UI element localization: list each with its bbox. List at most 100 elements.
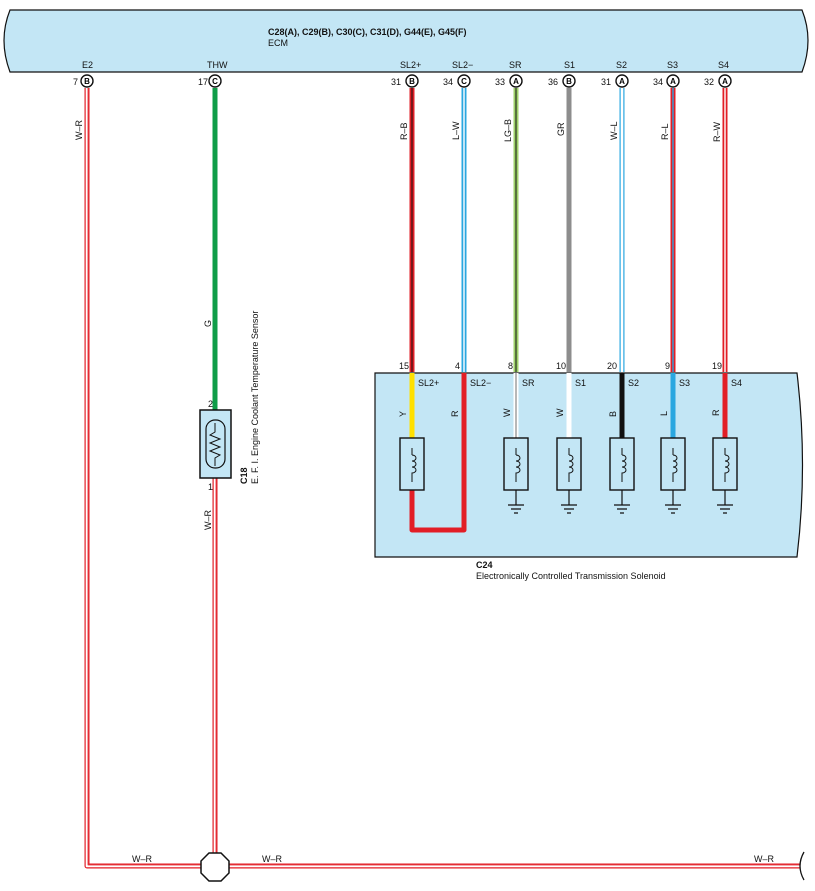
svg-text:20: 20 — [607, 361, 617, 371]
svg-text:A: A — [722, 77, 728, 86]
pin-label: S4 — [718, 60, 729, 70]
solenoid-name: Electronically Controlled Transmission S… — [476, 571, 666, 581]
coil-icon — [556, 437, 582, 514]
svg-text:Y: Y — [398, 411, 408, 417]
ecm-pin-thw: THW 17 — [198, 60, 228, 87]
solenoid-code: C24 — [476, 560, 493, 570]
svg-text:B: B — [566, 77, 572, 86]
svg-text:8: 8 — [508, 361, 513, 371]
wire-label-bottom-left: W–R — [132, 854, 153, 864]
wire-label-sr: LG–B — [503, 119, 513, 142]
svg-text:B: B — [409, 77, 415, 86]
ecm-pin-s3: S3 34 — [653, 60, 678, 87]
svg-text:W: W — [555, 408, 565, 417]
sensor-name: E. F. I. Engine Coolant Temperature Sens… — [250, 311, 260, 484]
ecm-connector-markers: B C B C A B A A A — [80, 74, 732, 88]
coolant-temp-sensor: 2 1 C18 E. F. I. Engine Coolant Temperat… — [199, 311, 260, 492]
pin-label: SL2− — [452, 60, 473, 70]
svg-text:10: 10 — [556, 361, 566, 371]
solenoid-box — [374, 372, 804, 558]
pin-label: E2 — [82, 60, 93, 70]
svg-text:SR: SR — [522, 378, 535, 388]
pin-label: THW — [207, 60, 228, 70]
wire-label-thw: G — [203, 320, 213, 327]
wire-e2 — [84, 88, 205, 869]
connector-marker: A — [615, 74, 629, 88]
svg-text:4: 4 — [455, 361, 460, 371]
pin-label: SR — [509, 60, 522, 70]
pin-label: S3 — [667, 60, 678, 70]
pin-number: 17 — [198, 77, 208, 87]
sensor-pin-top: 2 — [208, 399, 213, 409]
svg-text:SL2−: SL2− — [470, 378, 491, 388]
svg-text:R: R — [450, 410, 460, 417]
ecm-pin-sl2m: SL2− 34 — [443, 60, 473, 87]
svg-text:B: B — [608, 411, 618, 417]
svg-text:B: B — [84, 77, 90, 86]
pin-label: S2 — [616, 60, 627, 70]
ecm-pin-s4: S4 32 — [704, 60, 729, 87]
connector-marker: C — [208, 74, 222, 88]
connector-marker: B — [562, 74, 576, 88]
svg-text:S1: S1 — [575, 378, 586, 388]
sensor-code: C18 — [239, 467, 249, 484]
svg-text:R: R — [711, 409, 721, 416]
wire-bottom-right — [228, 863, 800, 869]
solenoid-inner-wire-labels: Y R W W B L R — [398, 408, 721, 417]
ecm-pin-sl2p: SL2+ 31 — [391, 60, 421, 87]
ecm-pin-s1: S1 36 — [548, 60, 575, 87]
ecm-box — [3, 9, 809, 73]
svg-text:C: C — [212, 77, 218, 86]
svg-text:S2: S2 — [628, 378, 639, 388]
pin-number: 7 — [73, 77, 78, 87]
pin-number: 34 — [653, 77, 663, 87]
wire-label-bottom-mid: W–R — [262, 854, 283, 864]
pin-label: S1 — [564, 60, 575, 70]
ecm-block: C28(A), C29(B), C30(C), C31(D), G44(E), … — [3, 9, 809, 87]
coil-icon — [399, 437, 425, 491]
ecm-pin-s2: S2 31 — [601, 60, 627, 87]
connector-marker: B — [405, 74, 419, 88]
wire-label-s4: R–W — [712, 121, 722, 142]
wire-label-s2: W–L — [609, 121, 619, 140]
svg-text:9: 9 — [665, 361, 670, 371]
wire-color-labels: W–R G R–B L–W LG–B GR W–L R–L R–W W–R W–… — [74, 119, 775, 864]
svg-text:19: 19 — [712, 361, 722, 371]
connector-marker: A — [666, 74, 680, 88]
svg-text:L: L — [659, 411, 669, 416]
wire-label-sensor-ground: W–R — [203, 510, 213, 531]
coil-icon — [609, 437, 635, 514]
splice-icon — [200, 852, 230, 882]
coil-icon — [660, 437, 686, 514]
svg-text:S3: S3 — [679, 378, 690, 388]
ecm-connectors: C28(A), C29(B), C30(C), C31(D), G44(E), … — [268, 27, 467, 37]
pin-number: 33 — [495, 77, 505, 87]
solenoid-pin-numbers: 15 4 8 10 20 9 19 — [399, 361, 722, 371]
wire-label-e2: W–R — [74, 120, 84, 141]
pin-label: SL2+ — [400, 60, 421, 70]
pin-number: 31 — [391, 77, 401, 87]
wire-label-s3: R–L — [660, 123, 670, 140]
pin-number: 36 — [548, 77, 558, 87]
wire-label-sl2m: L–W — [451, 121, 461, 140]
pin-number: 31 — [601, 77, 611, 87]
svg-text:C: C — [461, 77, 467, 86]
pin-number: 32 — [704, 77, 714, 87]
wire-label-bottom-right: W–R — [754, 854, 775, 864]
connector-marker: A — [509, 74, 523, 88]
svg-text:S4: S4 — [731, 378, 742, 388]
svg-text:15: 15 — [399, 361, 409, 371]
solenoid-block: 15 4 8 10 20 9 19 SL2+ SL2− SR S1 S2 S3 … — [374, 361, 804, 581]
solenoid-coils — [399, 437, 738, 514]
wire-sensor-ground — [212, 478, 218, 853]
svg-text:W: W — [502, 408, 512, 417]
solenoid-pin-labels: SL2+ SL2− SR S1 S2 S3 S4 — [418, 378, 742, 388]
wire-break-icon — [799, 851, 805, 881]
connector-marker: A — [718, 74, 732, 88]
ecm-name: ECM — [268, 38, 288, 48]
connector-marker: C — [457, 74, 471, 88]
svg-text:SL2+: SL2+ — [418, 378, 439, 388]
ecm-pin-e2: E2 7 — [73, 60, 93, 87]
wire-label-sl2p: R–B — [399, 122, 409, 140]
